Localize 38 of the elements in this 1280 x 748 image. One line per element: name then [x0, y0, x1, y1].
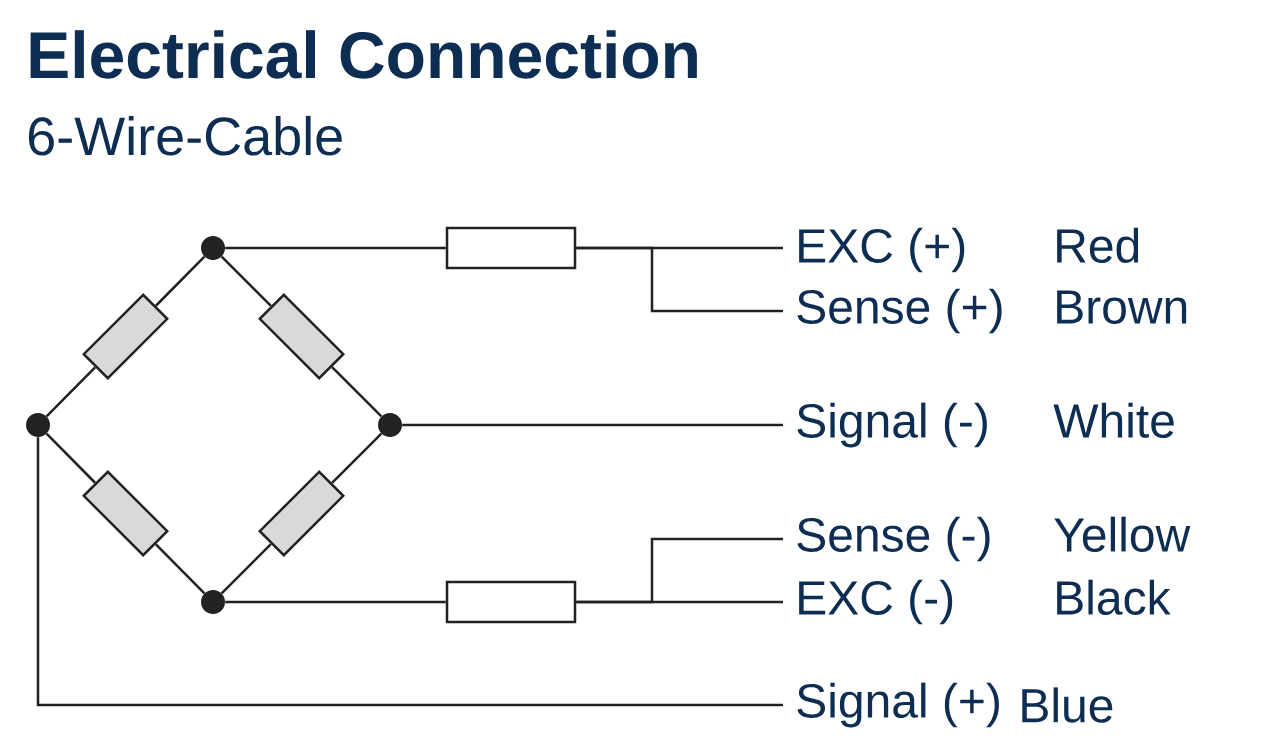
- terminal-label: EXC (-): [799, 579, 953, 625]
- resistor-symbol: [82, 470, 169, 557]
- wire: [220, 543, 272, 595]
- resistor-symbol: [445, 580, 577, 624]
- resistor-symbol: [258, 470, 345, 557]
- terminal-label: Sense (-): [797, 516, 990, 562]
- wire: [36, 437, 783, 707]
- wire: [225, 246, 446, 250]
- subtitle: 6-Wire-Cable: [28, 115, 342, 156]
- wire-color-label: Yellow: [1054, 516, 1191, 552]
- resistor-symbol: [258, 293, 345, 380]
- wire: [155, 255, 206, 307]
- wire: [402, 423, 783, 427]
- junction-dot: [201, 590, 225, 614]
- wire-color-label: White: [1053, 402, 1174, 438]
- title: Electrical Connection: [30, 30, 697, 79]
- wire: [331, 432, 383, 484]
- wire: [220, 255, 272, 307]
- terminal-label: EXC (+): [799, 227, 965, 273]
- wire: [155, 543, 206, 595]
- terminal-label: Sense (+): [797, 288, 1002, 334]
- wire: [45, 432, 96, 484]
- wire: [331, 366, 383, 418]
- wire: [576, 600, 783, 604]
- wire-color-label: Red: [1057, 227, 1139, 263]
- junction-dot: [26, 413, 50, 437]
- wire-color-label: Black: [1057, 579, 1171, 615]
- resistor-symbol: [445, 226, 577, 270]
- junction-dot: [378, 413, 402, 437]
- junction-dot: [201, 236, 225, 260]
- terminal-label: Signal (+): [797, 682, 999, 728]
- terminal-label: Signal (-): [797, 402, 987, 448]
- wire-color-label: Brown: [1057, 290, 1187, 324]
- wire: [45, 366, 96, 418]
- resistor-symbol: [82, 293, 169, 380]
- wire: [576, 246, 783, 313]
- wire: [225, 600, 446, 604]
- wire-color-label: Blue: [1022, 687, 1113, 723]
